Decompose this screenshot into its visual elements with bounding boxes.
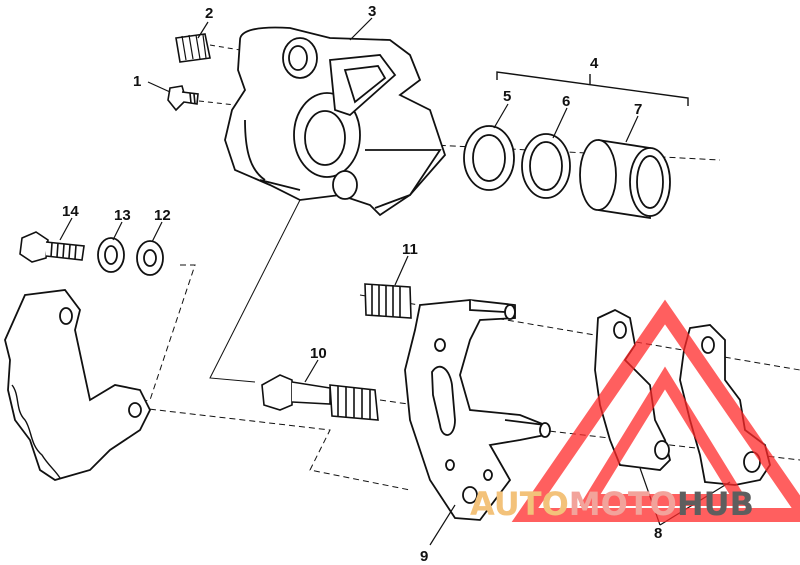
part-4-group-bracket xyxy=(496,71,689,106)
part-7-piston xyxy=(579,139,671,220)
part-1-bleed-valve xyxy=(167,85,199,112)
part-13-lock-washer xyxy=(97,237,125,273)
watermark-text-moto: MOTO xyxy=(569,485,677,523)
watermark-text-hub: HUB xyxy=(677,485,754,523)
part-9-caliper-bracket xyxy=(404,299,551,521)
part-2-bleeder-screw xyxy=(175,33,211,63)
callout-14: 14 xyxy=(62,203,79,220)
part-10-pin xyxy=(261,374,379,421)
part-6-dust-seal xyxy=(521,133,571,199)
watermark-text: AUTOMOTOHUB xyxy=(470,485,754,523)
callout-11: 11 xyxy=(402,241,418,258)
callout-3: 3 xyxy=(368,3,376,20)
watermark-inner-triangle-icon xyxy=(579,366,751,506)
watermark-text-auto: AUTO xyxy=(470,485,569,523)
part-12-washer xyxy=(136,240,164,276)
callout-6: 6 xyxy=(562,93,570,110)
callout-9: 9 xyxy=(420,548,428,565)
automotohub-watermark: AUTOMOTOHUB xyxy=(470,299,800,523)
watermark-triangle-icon xyxy=(511,299,800,522)
callout-12: 12 xyxy=(154,207,171,224)
part-14-bolt xyxy=(19,231,85,263)
callout-7: 7 xyxy=(634,101,642,118)
callout-10: 10 xyxy=(310,345,327,362)
part-5-piston-seal xyxy=(463,125,515,191)
part-11-pin xyxy=(364,283,412,319)
callout-4: 4 xyxy=(590,55,599,72)
callout-labels: 2 3 1 4 5 6 7 14 13 12 11 10 8 9 xyxy=(62,3,662,565)
callout-13: 13 xyxy=(114,207,131,224)
part-3-caliper-body xyxy=(224,26,447,217)
callout-1: 1 xyxy=(133,73,141,90)
left-mounting-bracket xyxy=(4,289,152,481)
callout-5: 5 xyxy=(503,88,511,105)
callout-8: 8 xyxy=(654,525,662,542)
callout-2: 2 xyxy=(205,5,213,22)
